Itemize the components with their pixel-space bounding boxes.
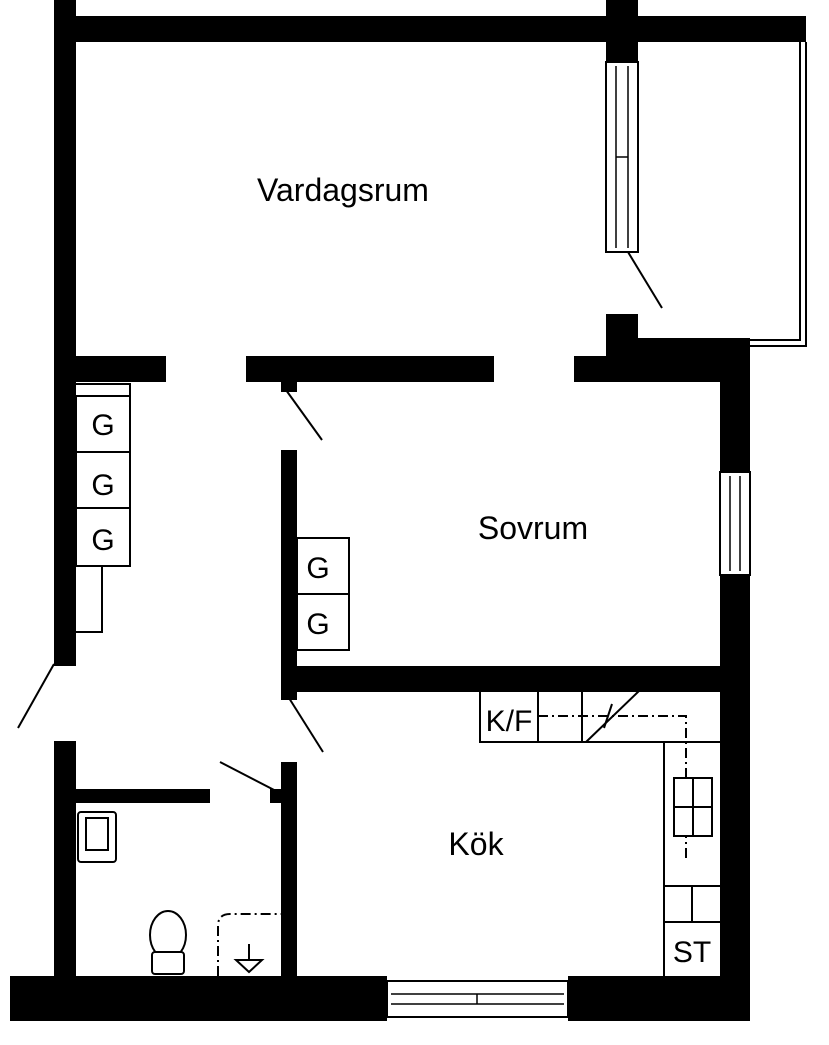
wall-bathroom-door-jamb xyxy=(270,789,297,803)
bathroom-sink-bowl xyxy=(85,817,109,851)
balcony-railing-outer xyxy=(750,42,807,347)
door-bedroom xyxy=(285,389,323,441)
hall-wardrobe-unit xyxy=(75,451,131,509)
balcony xyxy=(750,42,807,347)
door-bathroom xyxy=(219,761,279,793)
exterior-walls xyxy=(10,0,806,1021)
kitchen-counter-outline xyxy=(479,692,665,976)
floor-drain xyxy=(233,959,265,974)
hall-wardrobe-unit xyxy=(75,395,131,453)
wall-stub-top-left xyxy=(54,0,76,20)
fridge-freezer-label: K/F xyxy=(486,705,533,738)
room-labels: Vardagsrum Sovrum Kök xyxy=(257,172,588,862)
wall-living-bedroom xyxy=(246,356,494,382)
hall-wardrobe-label: G xyxy=(91,469,114,502)
hall-wardrobes: G G G xyxy=(75,383,131,633)
bedroom-wardrobe-label: G xyxy=(306,552,329,585)
hall-wardrobe-label: G xyxy=(91,409,114,442)
wall-top-right xyxy=(606,16,806,42)
dishwasher-mark xyxy=(585,689,641,743)
bedroom-wardrobe-label: G xyxy=(306,608,329,641)
wall-left-lower xyxy=(54,741,76,981)
wall-bottom-right xyxy=(568,976,750,1021)
balcony-railing-inner xyxy=(750,42,801,341)
wall-bedroom-kitchen xyxy=(281,666,750,692)
bedroom-wardrobe-unit xyxy=(296,593,350,651)
wall-right-lower xyxy=(720,575,750,1021)
wall-bathroom-top xyxy=(54,789,210,803)
door-balcony xyxy=(627,251,663,309)
interior-walls xyxy=(54,356,750,982)
stove-label: ST xyxy=(673,936,711,969)
wall-living-bedroom-right xyxy=(574,356,750,382)
wall-kitchen-west xyxy=(281,762,297,982)
window-bedroom xyxy=(719,471,751,576)
hall-wardrobe-top xyxy=(76,383,131,396)
wall-bedroom-west xyxy=(281,450,297,700)
door-kitchen xyxy=(288,697,324,753)
dishwasher-mark xyxy=(603,703,613,729)
hall-shelf xyxy=(76,566,103,633)
bedroom-wardrobe-unit xyxy=(296,537,350,595)
hall-wardrobe-label: G xyxy=(91,524,114,557)
room-label-living-room: Vardagsrum xyxy=(257,172,429,208)
room-label-kitchen: Kök xyxy=(448,826,504,862)
wall-living-hall-left xyxy=(54,356,166,382)
hall-wardrobe-unit xyxy=(75,507,131,567)
bedroom-wardrobes: G G xyxy=(296,537,350,651)
bathroom-sink xyxy=(77,811,117,863)
toilet-tank xyxy=(151,951,185,975)
wall-bedroom-door-jamb xyxy=(281,380,297,392)
wall-top-left xyxy=(54,16,610,42)
wall-window-pier xyxy=(606,16,638,62)
shower-area xyxy=(217,913,281,976)
wall-bottom-left xyxy=(10,976,387,1021)
doors xyxy=(17,251,663,793)
door-entrance xyxy=(17,663,55,729)
wall-stub-top-mid xyxy=(606,0,638,20)
wall-left-upper xyxy=(54,16,76,666)
bathroom-fixtures xyxy=(77,811,281,976)
windows xyxy=(386,61,751,1018)
kitchen-fixtures: K/F ST xyxy=(479,689,720,976)
room-label-bedroom: Sovrum xyxy=(478,510,588,546)
